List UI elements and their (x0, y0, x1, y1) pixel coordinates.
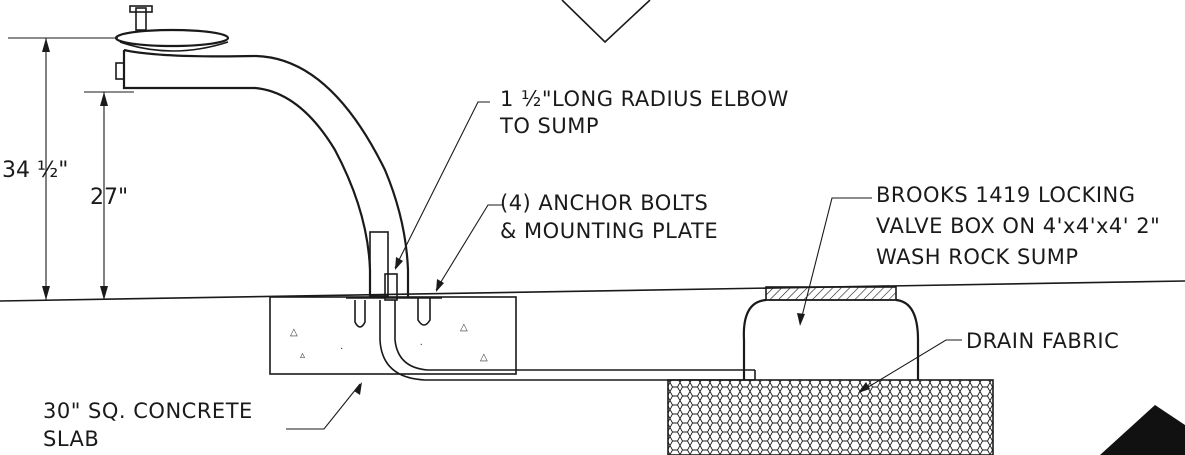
valve-box-label-line2: VALVE BOX ON 4'x4'x4' 2" (876, 214, 1160, 238)
anchor-bolts (346, 297, 442, 328)
valve-box-label-line3: WASH ROCK SUMP (876, 245, 1079, 269)
concrete-slab: △ △ · ▵ △ . (269, 296, 517, 375)
anchor-label-line2: & MOUNTING PLATE (500, 219, 718, 243)
svg-text:△: △ (480, 352, 488, 363)
drain-fabric-label: DRAIN FABRIC (966, 329, 1119, 353)
gravel-sump (667, 379, 994, 455)
elbow-pipe (379, 273, 756, 381)
fountain-pedestal (115, 48, 410, 298)
svg-text:.: . (420, 337, 423, 348)
svg-text:△: △ (290, 327, 298, 338)
dimension-overall (8, 37, 118, 300)
svg-text:·: · (340, 344, 343, 355)
slab-label-line1: 30" SQ. CONCRETE (43, 399, 253, 423)
finish-grade-line (0, 280, 1185, 302)
svg-text:△: △ (460, 322, 468, 333)
elbow-label-line2: TO SUMP (499, 114, 599, 138)
detail-marker-bottom (1100, 405, 1185, 455)
dimension-spout (84, 91, 134, 300)
detail-marker-top (561, 0, 651, 44)
svg-text:▵: ▵ (300, 350, 305, 361)
leader-lines (286, 101, 962, 430)
slab-label-line2: SLAB (43, 427, 99, 451)
overall-height-label: 34 ½" (2, 158, 68, 183)
spout-height-label: 27" (90, 185, 128, 210)
elbow-label-line1: 1 ½"LONG RADIUS ELBOW (500, 87, 789, 111)
valve-box-label-line1: BROOKS 1419 LOCKING (876, 183, 1136, 207)
fountain-bowl (114, 5, 230, 52)
valve-box (742, 286, 920, 380)
anchor-label-line1: (4) ANCHOR BOLTS (500, 191, 708, 215)
